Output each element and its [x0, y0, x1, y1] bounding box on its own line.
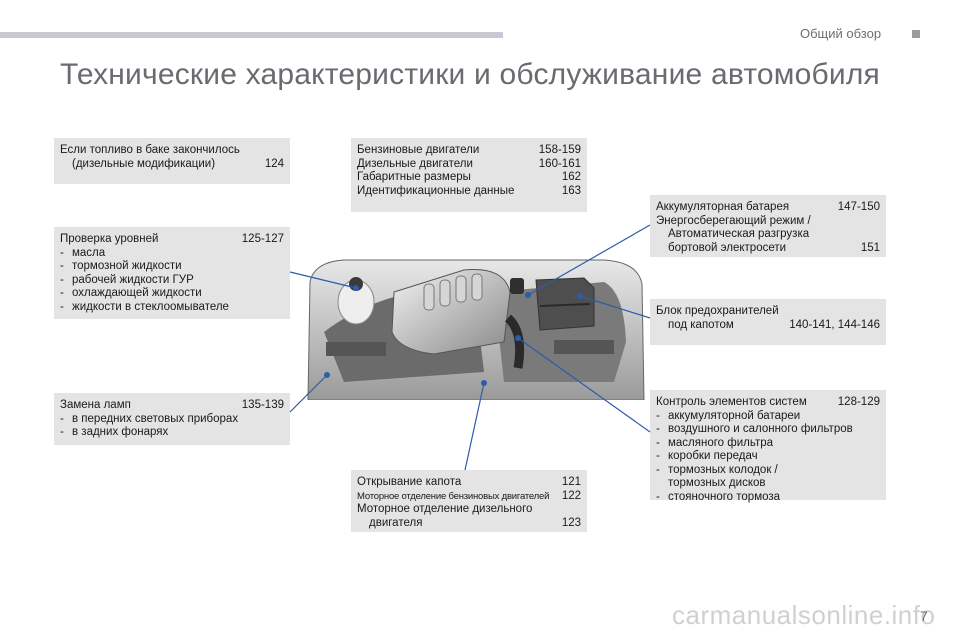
engines-row-label: Дизельные двигатели [357, 157, 473, 170]
bonnet-row-page: 122 [561, 489, 581, 502]
bonnet-row-label-cont: двигателя [369, 516, 423, 529]
fuses-box: Блок предохранителей под капотом 140-141,… [650, 299, 886, 345]
bonnet-row-page: 123 [561, 516, 581, 529]
page-title: Технические характеристики и обслуживани… [60, 58, 881, 91]
engines-row-label: Идентификационные данные [357, 184, 515, 197]
bonnet-box: Открывание капота 121 Моторное отделение … [351, 470, 587, 532]
levels-item: рабочей жидкости ГУР [72, 273, 194, 286]
lamps-item: в передних световых приборах [72, 412, 239, 425]
systems-item: коробки передач [668, 450, 758, 462]
bonnet-row-page: 121 [561, 476, 581, 488]
fuel-page: 124 [264, 157, 284, 170]
engines-row-page: 162 [561, 171, 581, 183]
lamps-item: в задних фонарях [72, 426, 169, 438]
systems-label: Контроль элементов систем [656, 396, 807, 408]
engines-row-page: 158-159 [538, 144, 581, 156]
fuses-line1: Блок предохранителей [656, 305, 779, 317]
bonnet-row-label: Моторное отделение дизельного [357, 503, 533, 515]
engines-box: Бензиновые двигатели 158-159 Дизельные дв… [351, 138, 587, 212]
bonnet-row-label: Открывание капота [357, 476, 462, 488]
bonnet-row-label: Моторное отделение бензиновых двигателей [357, 490, 550, 502]
systems-page: 128-129 [837, 396, 880, 408]
battery-label: Аккумуляторная батарея [656, 201, 790, 213]
systems-item: воздушного и салонного фильтров [668, 423, 853, 435]
section-title: Общий обзор [800, 26, 882, 41]
battery-line4: бортовой электросети [668, 241, 787, 254]
systems-item: тормозных колодок / [668, 463, 778, 476]
levels-item: тормозной жидкости [72, 260, 182, 272]
systems-item-cont: тормозных дисков [668, 477, 766, 489]
systems-item: стояночного тормоза [668, 490, 781, 503]
fuel-line1: Если топливо в баке закончилось [60, 144, 240, 156]
engine-bay-photo [304, 222, 648, 400]
lamps-label: Замена ламп [60, 399, 131, 411]
battery-line2: Энергосберегающий режим / [656, 214, 811, 227]
systems-item: аккумуляторной батареи [668, 409, 801, 422]
lamps-page: 135-139 [241, 399, 284, 411]
battery-page: 147-150 [837, 201, 880, 213]
levels-item: жидкости в стеклоомывателе [72, 300, 229, 313]
levels-page: 125-127 [241, 233, 284, 245]
fuel-box: Если топливо в баке закончилось (дизельн… [54, 138, 290, 184]
header-bar [0, 32, 503, 38]
engines-row-label: Габаритные размеры [357, 171, 471, 183]
watermark: carmanualsonline.info [672, 600, 936, 630]
page-number: 7 [920, 608, 928, 624]
levels-item: масла [72, 246, 106, 259]
section-marker [912, 30, 920, 38]
battery-line3: Автоматическая разгрузка [668, 228, 810, 240]
levels-label: Проверка уровней [60, 233, 159, 245]
engines-row-label: Бензиновые двигатели [357, 144, 480, 156]
levels-item: охлаждающей жидкости [72, 287, 202, 299]
systems-item: масляного фильтра [668, 436, 774, 449]
battery-page2: 151 [860, 241, 880, 254]
fuses-line2: под капотом [668, 318, 734, 331]
fuel-line2: (дизельные модификации) [72, 157, 216, 170]
engines-row-page: 160-161 [538, 157, 581, 170]
fuses-page: 140-141, 144-146 [789, 318, 880, 331]
battery-box: Аккумуляторная батарея 147-150 Энергосбер… [650, 195, 886, 257]
engines-row-page: 163 [561, 184, 581, 197]
